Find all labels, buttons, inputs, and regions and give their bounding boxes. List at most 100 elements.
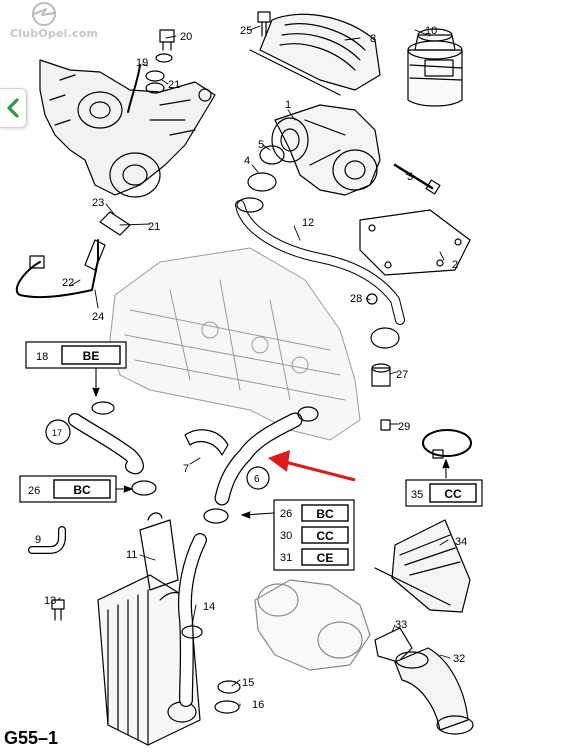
callout-17: 17 [52, 428, 62, 438]
svg-text:35: 35 [411, 489, 423, 501]
code-box-be: 18 BE [25, 341, 127, 369]
back-button[interactable] [0, 88, 27, 128]
callout-15: 15 [242, 677, 254, 689]
bolt [257, 11, 271, 37]
pipe-nut [29, 255, 45, 269]
hose-clamp-large [422, 429, 472, 457]
exhaust-elbow [394, 647, 474, 735]
code-bc: BC [316, 507, 334, 521]
banjo-bolt [155, 29, 175, 63]
callout-28: 28 [350, 293, 362, 305]
intake-hose-fill [69, 414, 143, 474]
heat-shield [249, 13, 381, 96]
callout-13: 13 [44, 595, 56, 607]
svg-text:CC: CC [444, 487, 462, 501]
code-box-cc-right: 35 CC [405, 479, 483, 507]
callout-22: 22 [62, 277, 74, 289]
intercooler-hose-fill [179, 534, 206, 706]
callout-11: 11 [126, 549, 137, 561]
callout-32: 32 [453, 653, 465, 665]
hose-clamp [181, 625, 203, 639]
turbocharger-lower [254, 579, 371, 671]
callout-21b: 21 [148, 221, 160, 233]
hose-clamp [247, 172, 277, 192]
callout-27: 27 [396, 369, 408, 381]
callout-1: 1 [285, 99, 291, 111]
callout-12: 12 [302, 217, 314, 229]
code-cc-num: 30 [280, 530, 292, 542]
flex-section [84, 239, 106, 271]
callout-25: 25 [240, 25, 252, 37]
callout-5: 5 [258, 139, 264, 151]
bolt-head [425, 179, 441, 195]
svg-text:18: 18 [36, 351, 48, 363]
svg-text:BE: BE [83, 349, 100, 363]
code-box-bc-left: 26 BC [19, 475, 117, 503]
callout-14: 14 [203, 601, 215, 613]
code-ce: CE [317, 551, 334, 565]
code-box-connectors [92, 367, 450, 557]
exhaust-gasket [374, 627, 413, 663]
clamp-screw [432, 449, 444, 459]
heat-shield-lower [374, 519, 471, 613]
leader-lines [57, 25, 451, 707]
hose-clamp [203, 508, 229, 524]
svg-text:BC: BC [73, 483, 91, 497]
gasket [99, 211, 131, 236]
callout-20: 20 [180, 31, 192, 43]
outlet-pipe-fill [236, 201, 404, 324]
callout-34: 34 [455, 536, 467, 548]
stud-bolt [393, 163, 434, 190]
callout-7: 7 [183, 463, 189, 475]
callout-6: 6 [254, 474, 260, 485]
callout-24: 24 [92, 311, 104, 323]
callout-circle [246, 466, 270, 490]
callout-labels: 20 19 21 25 8 10 1 5 4 3 23 21 12 2 22 2… [35, 25, 467, 711]
turbocharger [271, 104, 381, 196]
callout-29: 29 [398, 421, 410, 433]
callout-2: 2 [452, 259, 458, 271]
highlight-arrow [268, 450, 356, 482]
chevron-left-icon [7, 98, 19, 118]
code-cc: CC [316, 529, 334, 543]
code-box-group-mid: 26 BC 30 CC 31 CE [273, 499, 355, 571]
callout-4: 4 [244, 155, 250, 167]
callout-9: 9 [35, 534, 41, 546]
svg-text:26: 26 [28, 485, 40, 497]
callout-21: 21 [168, 79, 180, 91]
pipe-flange [236, 197, 264, 213]
opel-logo-icon [32, 2, 56, 26]
callout-3: 3 [407, 171, 413, 183]
intercooler [97, 512, 201, 746]
turbo-gasket [359, 209, 471, 276]
figure-id: G55–1 [4, 728, 59, 748]
code-ce-num: 31 [280, 552, 292, 564]
turbocharger-top-left [39, 59, 216, 198]
washer [145, 82, 165, 94]
hose-clamp [131, 480, 157, 496]
oil-filter [407, 28, 463, 107]
engine-block [109, 247, 361, 441]
oil-return-pipe [15, 239, 99, 299]
hose-clamp [217, 680, 241, 694]
bracket [184, 429, 229, 456]
hose-clamp [91, 401, 115, 415]
site-watermark: ClubOpel.com [10, 27, 99, 40]
callout-16: 16 [252, 699, 264, 711]
pipe-flange [370, 327, 400, 349]
callout-19: 19 [136, 57, 148, 69]
callout-23: 23 [92, 197, 104, 209]
washer [145, 70, 165, 82]
callout-10: 10 [425, 25, 437, 37]
gasket-ring [259, 145, 285, 165]
hose-clamp [297, 406, 319, 422]
charge-hose-fill [215, 413, 302, 505]
callout-circle [45, 419, 71, 445]
oil-feed-pipe [127, 64, 141, 113]
hose-clamp [214, 700, 240, 714]
engine-mount [371, 363, 391, 387]
elbow-hose-fill [29, 527, 65, 553]
callout-8: 8 [370, 33, 376, 45]
